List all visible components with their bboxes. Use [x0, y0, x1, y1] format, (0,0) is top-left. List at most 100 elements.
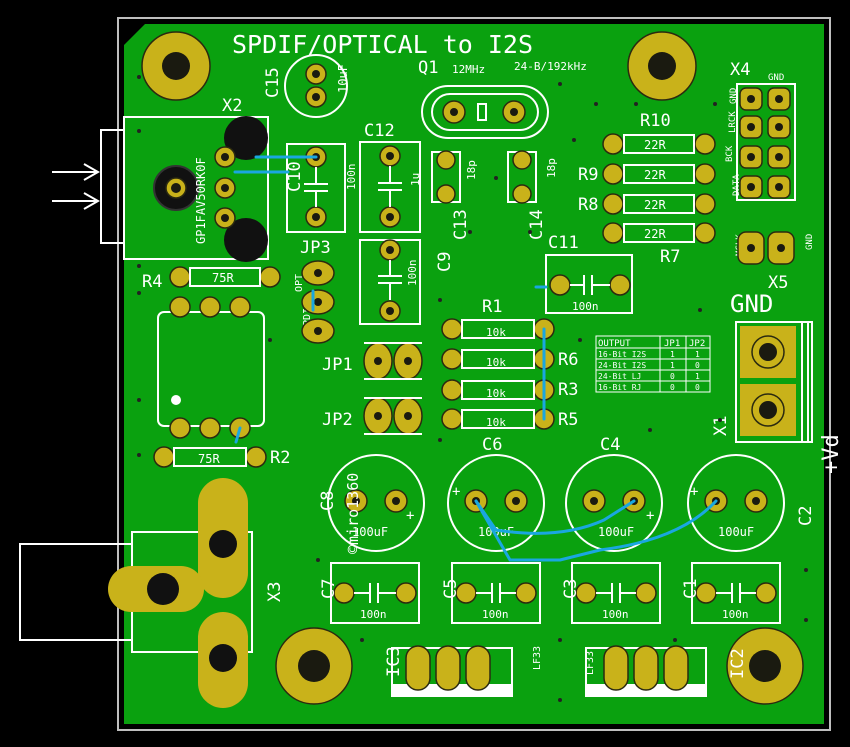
- c10-ref: C10: [285, 161, 305, 192]
- x4-pin-gnd: GND: [768, 73, 784, 83]
- board-outline: [117, 17, 831, 731]
- resistor-r4: 75R: [169, 266, 281, 288]
- x5-pins: [737, 231, 795, 265]
- svg-text:16-Bit I2S: 16-Bit I2S: [598, 350, 646, 359]
- x5-pin-gnd: GND: [805, 234, 815, 250]
- mounting-hole: [627, 31, 697, 101]
- output-table: OUTPUT JP1 JP2 16-Bit I2S 1 1 24-Bit I2S…: [595, 335, 711, 393]
- svg-text:100n: 100n: [482, 608, 509, 621]
- r1-ref: R1: [482, 297, 502, 317]
- svg-text:100uF: 100uF: [718, 525, 754, 539]
- svg-text:22R: 22R: [644, 198, 666, 212]
- jp3-spdif: SPDIF: [302, 302, 313, 332]
- x2-part: GP1FAV50RK0F: [194, 157, 208, 244]
- svg-text:24-Bit LJ: 24-Bit LJ: [598, 372, 641, 381]
- ic2-regulator: [585, 645, 707, 697]
- resistor-r9: 22R: [602, 163, 716, 185]
- c15-ref: C15: [263, 67, 283, 98]
- svg-text:+: +: [452, 484, 460, 500]
- c14-ref: C14: [527, 209, 547, 240]
- r3-ref: R3: [558, 380, 578, 400]
- svg-text:10k: 10k: [486, 326, 506, 339]
- x3-ref: X3: [265, 582, 285, 602]
- svg-text:100uF: 100uF: [352, 525, 388, 539]
- cap-c8: + 100uF: [327, 454, 425, 552]
- svg-text:0: 0: [670, 383, 675, 392]
- svg-text:1: 1: [695, 372, 700, 381]
- q1-value: 12MHz: [452, 63, 485, 76]
- c10-value: 100n: [345, 164, 358, 191]
- ic3-value: LF33: [532, 646, 543, 670]
- c11-ref: C11: [548, 233, 579, 253]
- c4-ref: C4: [600, 435, 620, 455]
- jp2-pins: [363, 397, 423, 435]
- svg-text:100n: 100n: [722, 608, 749, 621]
- bottom-traces: [233, 155, 718, 562]
- svg-text:22R: 22R: [644, 227, 666, 241]
- c1-ref: C1: [681, 579, 701, 599]
- x1-gnd-label: GND: [730, 290, 773, 318]
- svg-text:+: +: [690, 484, 698, 500]
- x1-ref: X1: [711, 416, 731, 436]
- c12-value: 1u: [409, 173, 422, 186]
- x4-pins: [739, 87, 791, 199]
- c12-ref: C12: [364, 121, 395, 141]
- resistor-r10: 22R: [602, 133, 716, 155]
- jp3-ref: JP3: [300, 238, 331, 258]
- svg-text:OUTPUT: OUTPUT: [598, 339, 631, 349]
- mounting-hole: [275, 627, 353, 705]
- q1-ref: Q1: [418, 58, 438, 78]
- svg-text:24-Bit I2S: 24-Bit I2S: [598, 361, 646, 370]
- cap-c4: + 100uF: [565, 454, 663, 552]
- svg-text:+: +: [406, 508, 414, 524]
- c11-value: 100n: [572, 300, 599, 313]
- cap-c1: 100n: [691, 562, 781, 624]
- svg-text:75R: 75R: [198, 452, 220, 466]
- mounting-hole: [726, 627, 804, 705]
- r10-ref: R10: [640, 111, 671, 131]
- cap-c5: 100n: [451, 562, 541, 624]
- x4-pin-bck: BCK: [725, 145, 735, 162]
- svg-text:100uF: 100uF: [598, 525, 634, 539]
- svg-text:JP2: JP2: [689, 339, 705, 349]
- jp1-ref: JP1: [322, 355, 353, 375]
- resistor-r8: 22R: [602, 193, 716, 215]
- ic3-regulator: [391, 645, 513, 697]
- svg-text:+: +: [646, 508, 654, 524]
- x1-vd-label: +Vd: [819, 434, 844, 474]
- svg-text:1: 1: [670, 350, 675, 359]
- x2-ref: X2: [222, 96, 242, 116]
- ic2-value: LF33: [585, 651, 596, 675]
- jp1-pins: [363, 342, 423, 380]
- cap-c3: 100n: [571, 562, 661, 624]
- resistor-r5: 10k: [441, 408, 555, 430]
- vias: [137, 75, 808, 702]
- mounting-hole: [141, 31, 211, 101]
- svg-text:22R: 22R: [644, 168, 666, 182]
- r2-ref: R2: [270, 448, 290, 468]
- c14-value: 18p: [545, 158, 558, 178]
- svg-text:JP1: JP1: [664, 339, 680, 349]
- svg-text:0: 0: [670, 372, 675, 381]
- c2-ref: C2: [796, 506, 816, 526]
- c8-ref: C8: [318, 491, 338, 511]
- c15-value: 10uF: [336, 64, 350, 93]
- resistor-r2: 75R: [153, 446, 267, 468]
- x5-ref: X5: [768, 273, 788, 293]
- ic2-ref: IC2: [728, 648, 748, 679]
- svg-text:100uF: 100uF: [478, 525, 514, 539]
- svg-text:1: 1: [670, 361, 675, 370]
- svg-text:100n: 100n: [602, 608, 629, 621]
- ic3-ref: IC3: [384, 646, 404, 677]
- jp3-pins: [301, 260, 335, 344]
- cap-c7: 100n: [330, 562, 420, 624]
- jp3-opt: OPT: [294, 274, 305, 292]
- svg-text:22R: 22R: [644, 138, 666, 152]
- x3-rca: [108, 478, 248, 708]
- x4-ref: X4: [730, 60, 750, 80]
- r9-ref: R9: [578, 165, 598, 185]
- svg-text:100n: 100n: [360, 608, 387, 621]
- c3-ref: C3: [561, 579, 581, 599]
- c5-ref: C5: [441, 579, 461, 599]
